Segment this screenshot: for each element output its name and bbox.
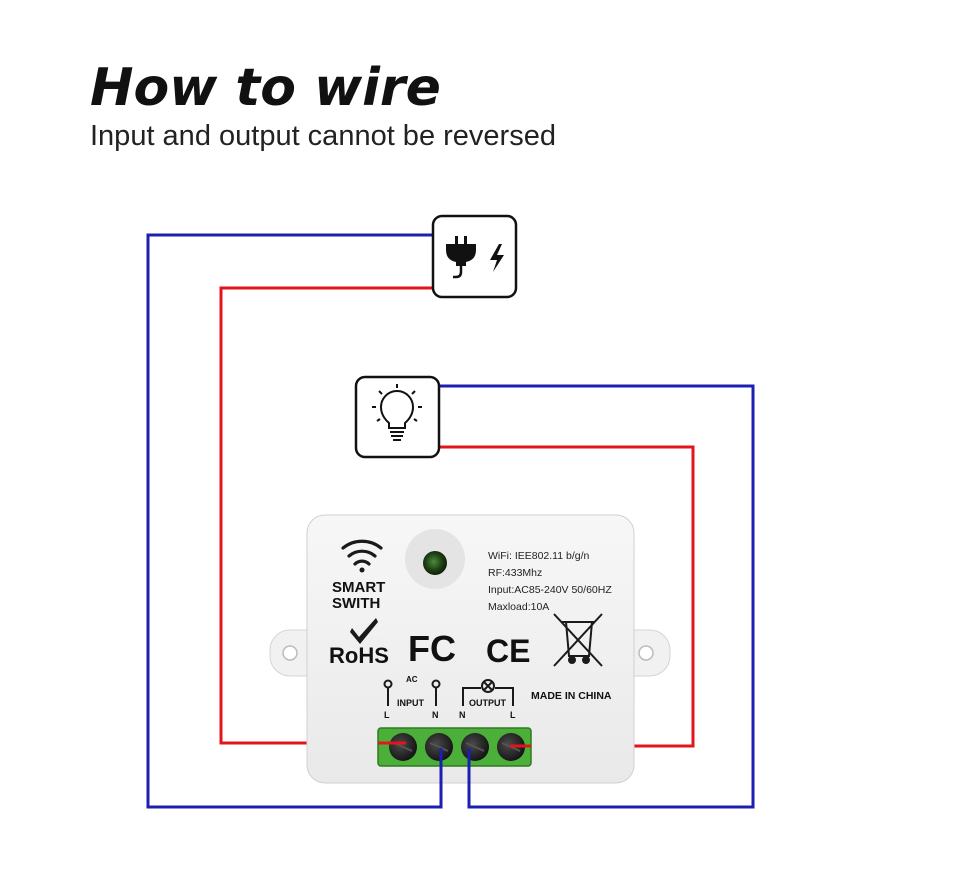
pairing-button[interactable] xyxy=(423,551,447,575)
brand-label-line1: SMART xyxy=(332,579,385,596)
spec-wifi: WiFi: IEE802.11 b/g/n xyxy=(488,550,590,562)
made-in-label: MADE IN CHINA xyxy=(531,690,612,702)
light-bulb-box xyxy=(354,375,441,459)
lamp-symbol-icon xyxy=(462,679,514,706)
ac-label: AC xyxy=(406,675,418,684)
page-subtitle: Input and output cannot be reversed xyxy=(90,120,556,152)
smart-switch-device: SMART SWITH WiFi: IEE802.11 b/g/n RF:433… xyxy=(269,514,671,784)
terminal-label-input-n: N xyxy=(432,710,439,720)
input-symbol xyxy=(383,679,441,706)
spec-rf: RF:433Mhz xyxy=(488,567,542,579)
terminal-label-input-l: L xyxy=(384,710,390,720)
fcc-mark: FC xyxy=(408,628,456,669)
crossed-bin-icon xyxy=(553,613,603,667)
power-plug-icon xyxy=(446,236,476,279)
spec-maxload: Maxload:10A xyxy=(488,601,549,613)
light-bulb-icon xyxy=(372,384,422,441)
terminal-label-output-l: L xyxy=(510,710,516,720)
lightning-icon xyxy=(490,244,504,272)
terminal-label-output-n: N xyxy=(459,710,466,720)
spec-input: Input:AC85-240V 50/60HZ xyxy=(488,584,612,596)
output-label: OUTPUT xyxy=(469,698,507,708)
check-icon xyxy=(350,618,378,644)
input-label: INPUT xyxy=(397,698,425,708)
power-source-box xyxy=(431,214,518,299)
brand-label-line2: SWITH xyxy=(332,595,380,612)
page-title: How to wire xyxy=(90,58,441,118)
wire-ends xyxy=(378,741,531,807)
ce-mark: CE xyxy=(486,633,530,669)
wifi-icon xyxy=(341,539,383,573)
rohs-mark: RoHS xyxy=(329,643,389,668)
